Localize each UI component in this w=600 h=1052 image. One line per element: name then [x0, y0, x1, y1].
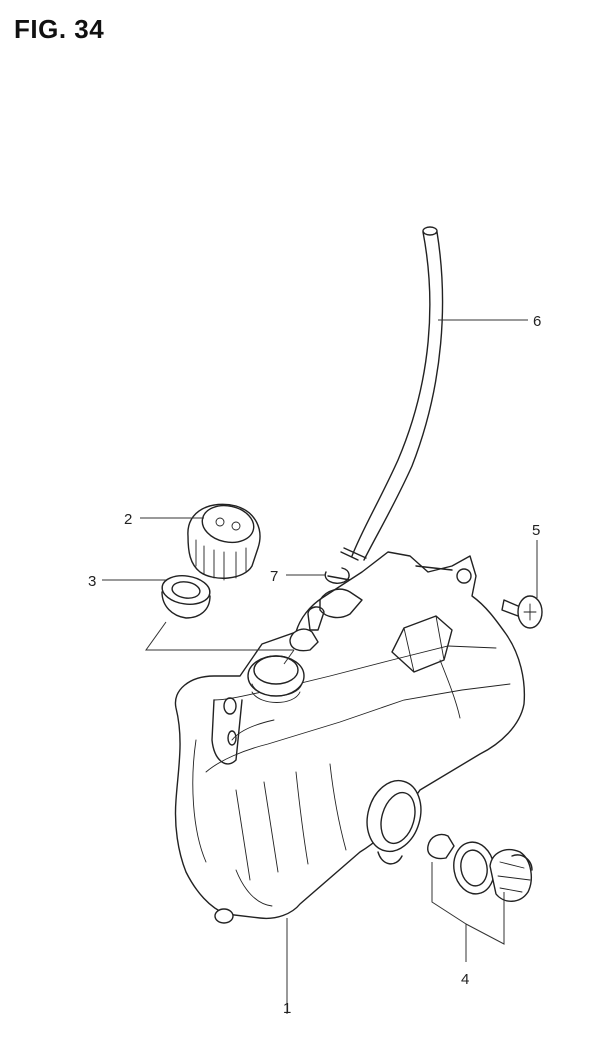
- part-7-hose-clip: [324, 567, 351, 584]
- callout-1: 1: [283, 1000, 291, 1017]
- leader-lines: [102, 319, 538, 1014]
- part-2-filler-cap: [187, 503, 261, 581]
- part-6-breather-hose: [340, 226, 444, 561]
- callout-3: 3: [88, 573, 96, 590]
- callout-4: 4: [461, 971, 469, 988]
- part-3-cap-gasket: [161, 575, 211, 619]
- part-1-fuel-tank: [174, 551, 526, 924]
- figure-title: FIG. 34: [14, 14, 105, 44]
- part-4-outlet-fitting: [427, 833, 533, 902]
- part-5-screw: [501, 595, 543, 629]
- callout-7: 7: [270, 568, 278, 585]
- callout-6: 6: [533, 313, 541, 330]
- callout-2: 2: [124, 511, 132, 528]
- callout-labels: 6 2 3 7 5 4 1: [88, 313, 541, 1017]
- callout-5: 5: [532, 522, 540, 539]
